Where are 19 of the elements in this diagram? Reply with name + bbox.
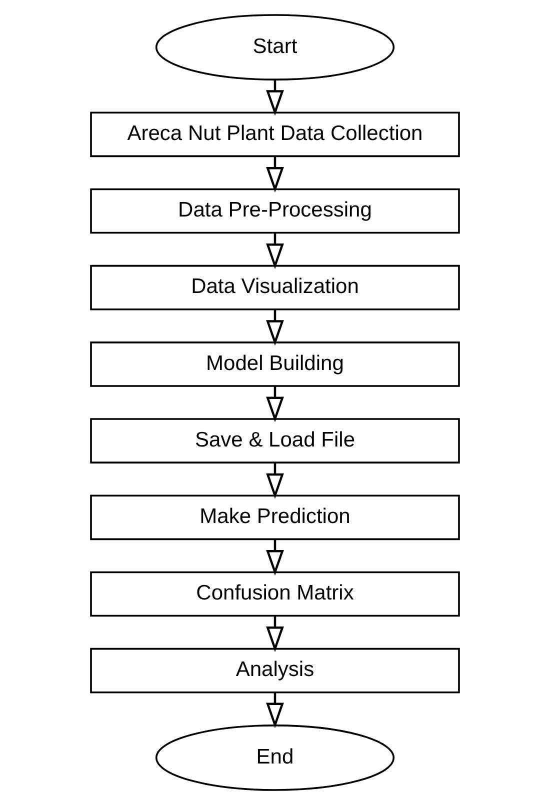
node-box: Areca Nut Plant Data Collection xyxy=(90,112,460,158)
node-ellipse: Start xyxy=(155,14,395,80)
arrow xyxy=(266,310,284,346)
arrow xyxy=(266,156,284,193)
node-box: Model Building xyxy=(90,342,460,387)
node-ellipse: End xyxy=(155,724,395,791)
node-box: Make Prediction xyxy=(90,494,460,540)
arrow xyxy=(266,616,284,652)
arrow xyxy=(266,233,284,270)
node-box: Confusion Matrix xyxy=(90,571,460,617)
node-box: Save & Load File xyxy=(90,418,460,464)
arrow xyxy=(266,386,284,422)
arrow xyxy=(266,462,284,499)
node-box: Data Visualization xyxy=(90,264,460,310)
node-box: Analysis xyxy=(90,648,460,694)
arrow xyxy=(266,692,284,728)
arrow xyxy=(266,80,284,116)
node-box: Data Pre-Processing xyxy=(90,188,460,234)
arrow xyxy=(266,539,284,576)
